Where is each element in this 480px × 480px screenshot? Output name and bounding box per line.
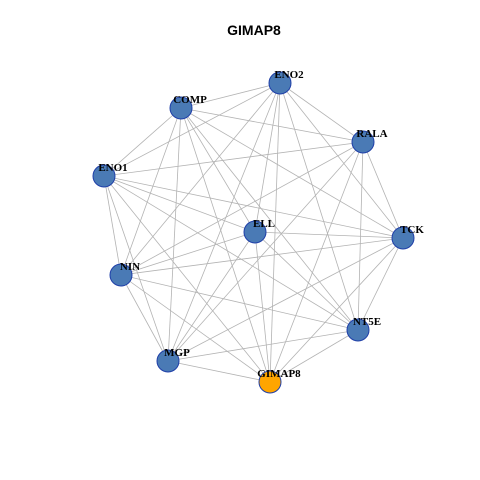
- node-circle-mgp: [156, 349, 180, 373]
- node-tck: TCK: [391, 224, 424, 250]
- edge-eno2-comp: [180, 82, 281, 109]
- edge-eno2-mgp: [167, 82, 281, 362]
- node-label-eno1: ENO1: [98, 162, 127, 174]
- node-label-gimap8: GIMAP8: [257, 368, 301, 380]
- node-circle-nt5e: [346, 318, 370, 342]
- node-label-comp: COMP: [173, 94, 207, 106]
- node-gimap8: GIMAP8: [257, 368, 301, 394]
- node-label-rala: RALA: [356, 128, 387, 140]
- node-mgp: MGP: [156, 347, 190, 373]
- diagram-title: GIMAP8: [227, 22, 281, 38]
- node-label-tck: TCK: [400, 224, 424, 236]
- edge-nin-mgp: [120, 274, 169, 362]
- node-circle-tck: [391, 226, 415, 250]
- node-label-eno2: ENO2: [274, 69, 304, 81]
- edge-eno2-nt5e: [279, 82, 359, 331]
- node-nin: NIN: [109, 261, 140, 287]
- node-comp: COMP: [169, 94, 207, 120]
- edge-tck-gimap8: [269, 237, 404, 383]
- edge-rala-nin: [120, 141, 364, 276]
- node-circle-eno1: [92, 164, 116, 188]
- edge-eno2-tck: [279, 82, 404, 239]
- node-eno2: ENO2: [268, 69, 304, 95]
- edge-rala-mgp: [167, 141, 364, 362]
- node-label-nin: NIN: [120, 261, 140, 273]
- node-nt5e: NT5E: [346, 316, 381, 342]
- edge-eno1-nt5e: [103, 175, 359, 331]
- edge-nin-nt5e: [120, 274, 359, 331]
- edge-comp-tck: [180, 107, 404, 239]
- node-circle-nin: [109, 263, 133, 287]
- node-eno1: ENO1: [92, 162, 128, 188]
- edge-tck-mgp: [167, 237, 404, 362]
- edge-mgp-gimap8: [167, 360, 271, 383]
- node-label-mgp: MGP: [164, 347, 190, 359]
- edge-comp-eno1: [103, 107, 182, 177]
- edge-comp-nt5e: [180, 107, 359, 331]
- edge-eno1-nin: [103, 175, 122, 276]
- edge-nin-gimap8: [120, 274, 271, 383]
- node-circle-comp: [169, 96, 193, 120]
- node-circle-eno2: [268, 71, 292, 95]
- node-circle-gimap8: [258, 370, 282, 394]
- edge-eno2-nin: [120, 82, 281, 276]
- edge-layer: [103, 82, 404, 383]
- edge-comp-ell: [180, 107, 256, 233]
- edge-nt5e-gimap8: [269, 329, 359, 383]
- node-rala: RALA: [351, 128, 388, 154]
- edge-eno2-rala: [279, 82, 364, 143]
- edge-tck-nin: [120, 237, 404, 276]
- edge-ell-nin: [120, 231, 256, 276]
- edge-eno1-gimap8: [103, 175, 271, 383]
- node-circle-ell: [243, 220, 267, 244]
- node-ell: ELL: [243, 218, 275, 244]
- edge-eno1-mgp: [103, 175, 169, 362]
- edge-eno2-eno1: [103, 82, 281, 177]
- edge-comp-nin: [120, 107, 182, 276]
- edge-ell-mgp: [167, 231, 256, 362]
- edge-nt5e-mgp: [167, 329, 359, 362]
- edge-eno2-ell: [254, 82, 281, 233]
- edge-ell-nt5e: [254, 231, 359, 331]
- edge-ell-tck: [254, 231, 404, 239]
- node-label-ell: ELL: [253, 218, 275, 230]
- edge-eno1-tck: [103, 175, 404, 239]
- edge-rala-eno1: [103, 141, 364, 177]
- node-label-nt5e: NT5E: [353, 316, 381, 328]
- edge-tck-nt5e: [357, 237, 404, 331]
- edge-rala-tck: [362, 141, 404, 239]
- edge-comp-mgp: [167, 107, 182, 362]
- edge-eno1-ell: [103, 175, 256, 233]
- edge-comp-rala: [180, 107, 364, 143]
- edge-comp-gimap8: [180, 107, 271, 383]
- node-circle-rala: [351, 130, 375, 154]
